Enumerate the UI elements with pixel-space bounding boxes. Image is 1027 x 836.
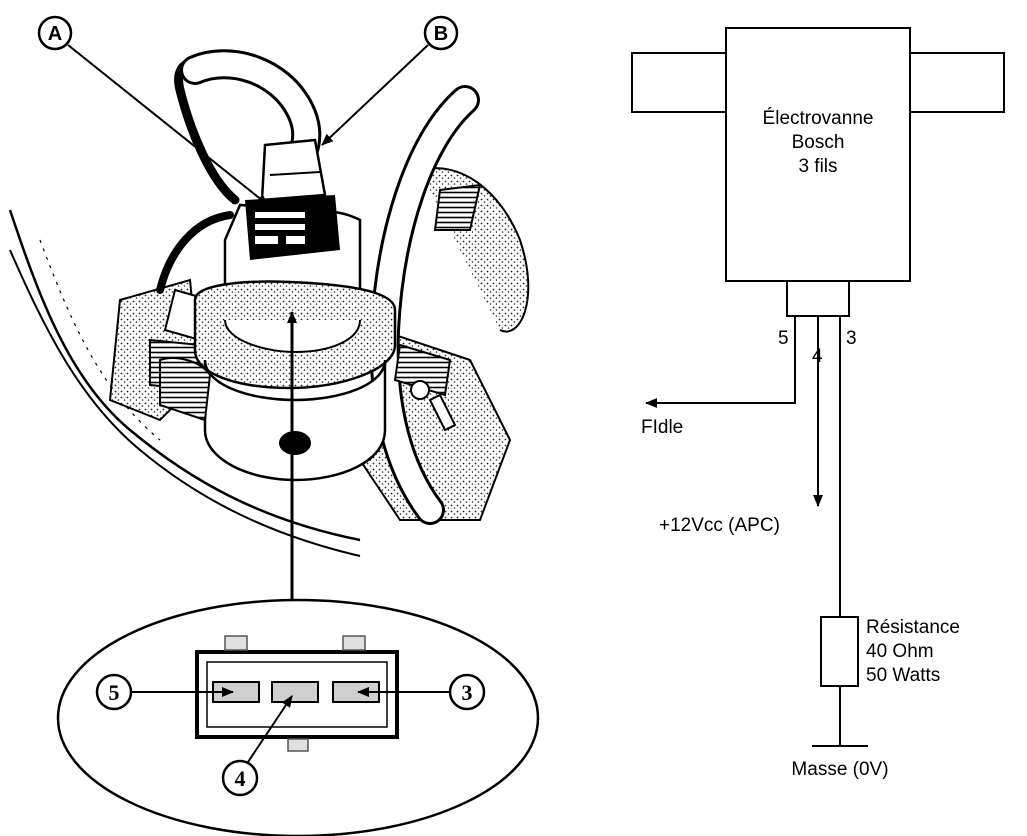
callout-b-leader (321, 44, 429, 146)
pin-4-label: 4 (235, 766, 246, 791)
pin-4-slot (271, 681, 319, 703)
fidle-output-label: FIdle (641, 417, 683, 438)
black-wire-bundle (174, 59, 240, 205)
engine-illustration: A B (8, 15, 530, 600)
callout-a: A (37, 15, 73, 51)
wire-5-label: 5 (778, 328, 789, 349)
left-curved-hose (8, 209, 361, 542)
wire-4-label: 4 (812, 346, 823, 367)
wire-5 (645, 316, 796, 408)
supply-output-label: +12Vcc (APC) (659, 515, 780, 536)
resistor-label-line3: 50 Watts (866, 665, 940, 686)
valve-connector-box (786, 280, 850, 317)
valve-side-port-left (631, 52, 727, 113)
connector-detail: 5 3 4 (56, 598, 540, 836)
resistor-label-line1: Résistance (866, 617, 960, 638)
wire-3-label: 3 (846, 328, 857, 349)
pin-4-callout: 4 (221, 759, 259, 797)
valve-box (725, 27, 911, 282)
callout-a-leader (67, 44, 269, 206)
resistor-label-line2: 40 Ohm (866, 641, 934, 662)
schematic: Électrovanne Bosch 3 fils 5 4 3 FIdle +1… (631, 27, 1005, 780)
pin-5-label: 5 (109, 680, 120, 705)
resistor (820, 616, 859, 687)
valve-label-line2: Bosch (792, 132, 845, 153)
valve-connector (245, 138, 340, 260)
pin-3-callout: 3 (448, 673, 486, 711)
ground-label: Masse (0V) (791, 759, 888, 780)
valve-lower-body (203, 359, 387, 482)
valve-side-port-right (909, 52, 1005, 113)
valve-label-line1: Électrovanne (763, 108, 874, 129)
pin-3-label: 3 (462, 680, 473, 705)
callout-a-text: A (48, 23, 62, 45)
callout-b-text: B (434, 23, 448, 45)
valve-marker-dot (279, 431, 311, 455)
valve-label-line3: 3 fils (798, 156, 837, 177)
callout-b: B (423, 15, 459, 51)
pin-5-callout: 5 (95, 673, 133, 711)
